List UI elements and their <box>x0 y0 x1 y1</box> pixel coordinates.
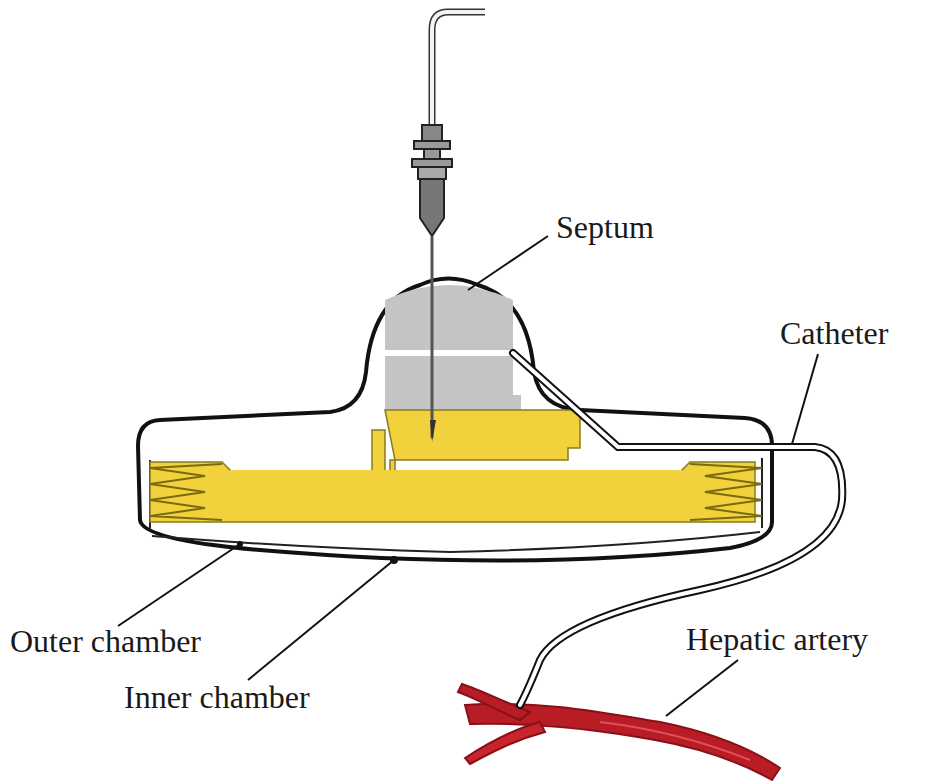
needle <box>412 12 485 442</box>
part-label: Outer chamber <box>10 624 201 659</box>
part-label: Catheter <box>780 316 888 351</box>
pump-housing <box>138 279 772 561</box>
inner-chamber <box>150 410 755 522</box>
hepatic-artery <box>458 684 780 780</box>
outer-chamber-wall <box>152 532 760 552</box>
part-label: Inner chamber <box>124 680 310 715</box>
bellows-left <box>150 464 222 520</box>
septum-block <box>385 285 521 410</box>
bellows-right <box>690 464 762 520</box>
part-label: Hepatic artery <box>686 622 868 657</box>
part-label: Septum <box>556 210 654 245</box>
